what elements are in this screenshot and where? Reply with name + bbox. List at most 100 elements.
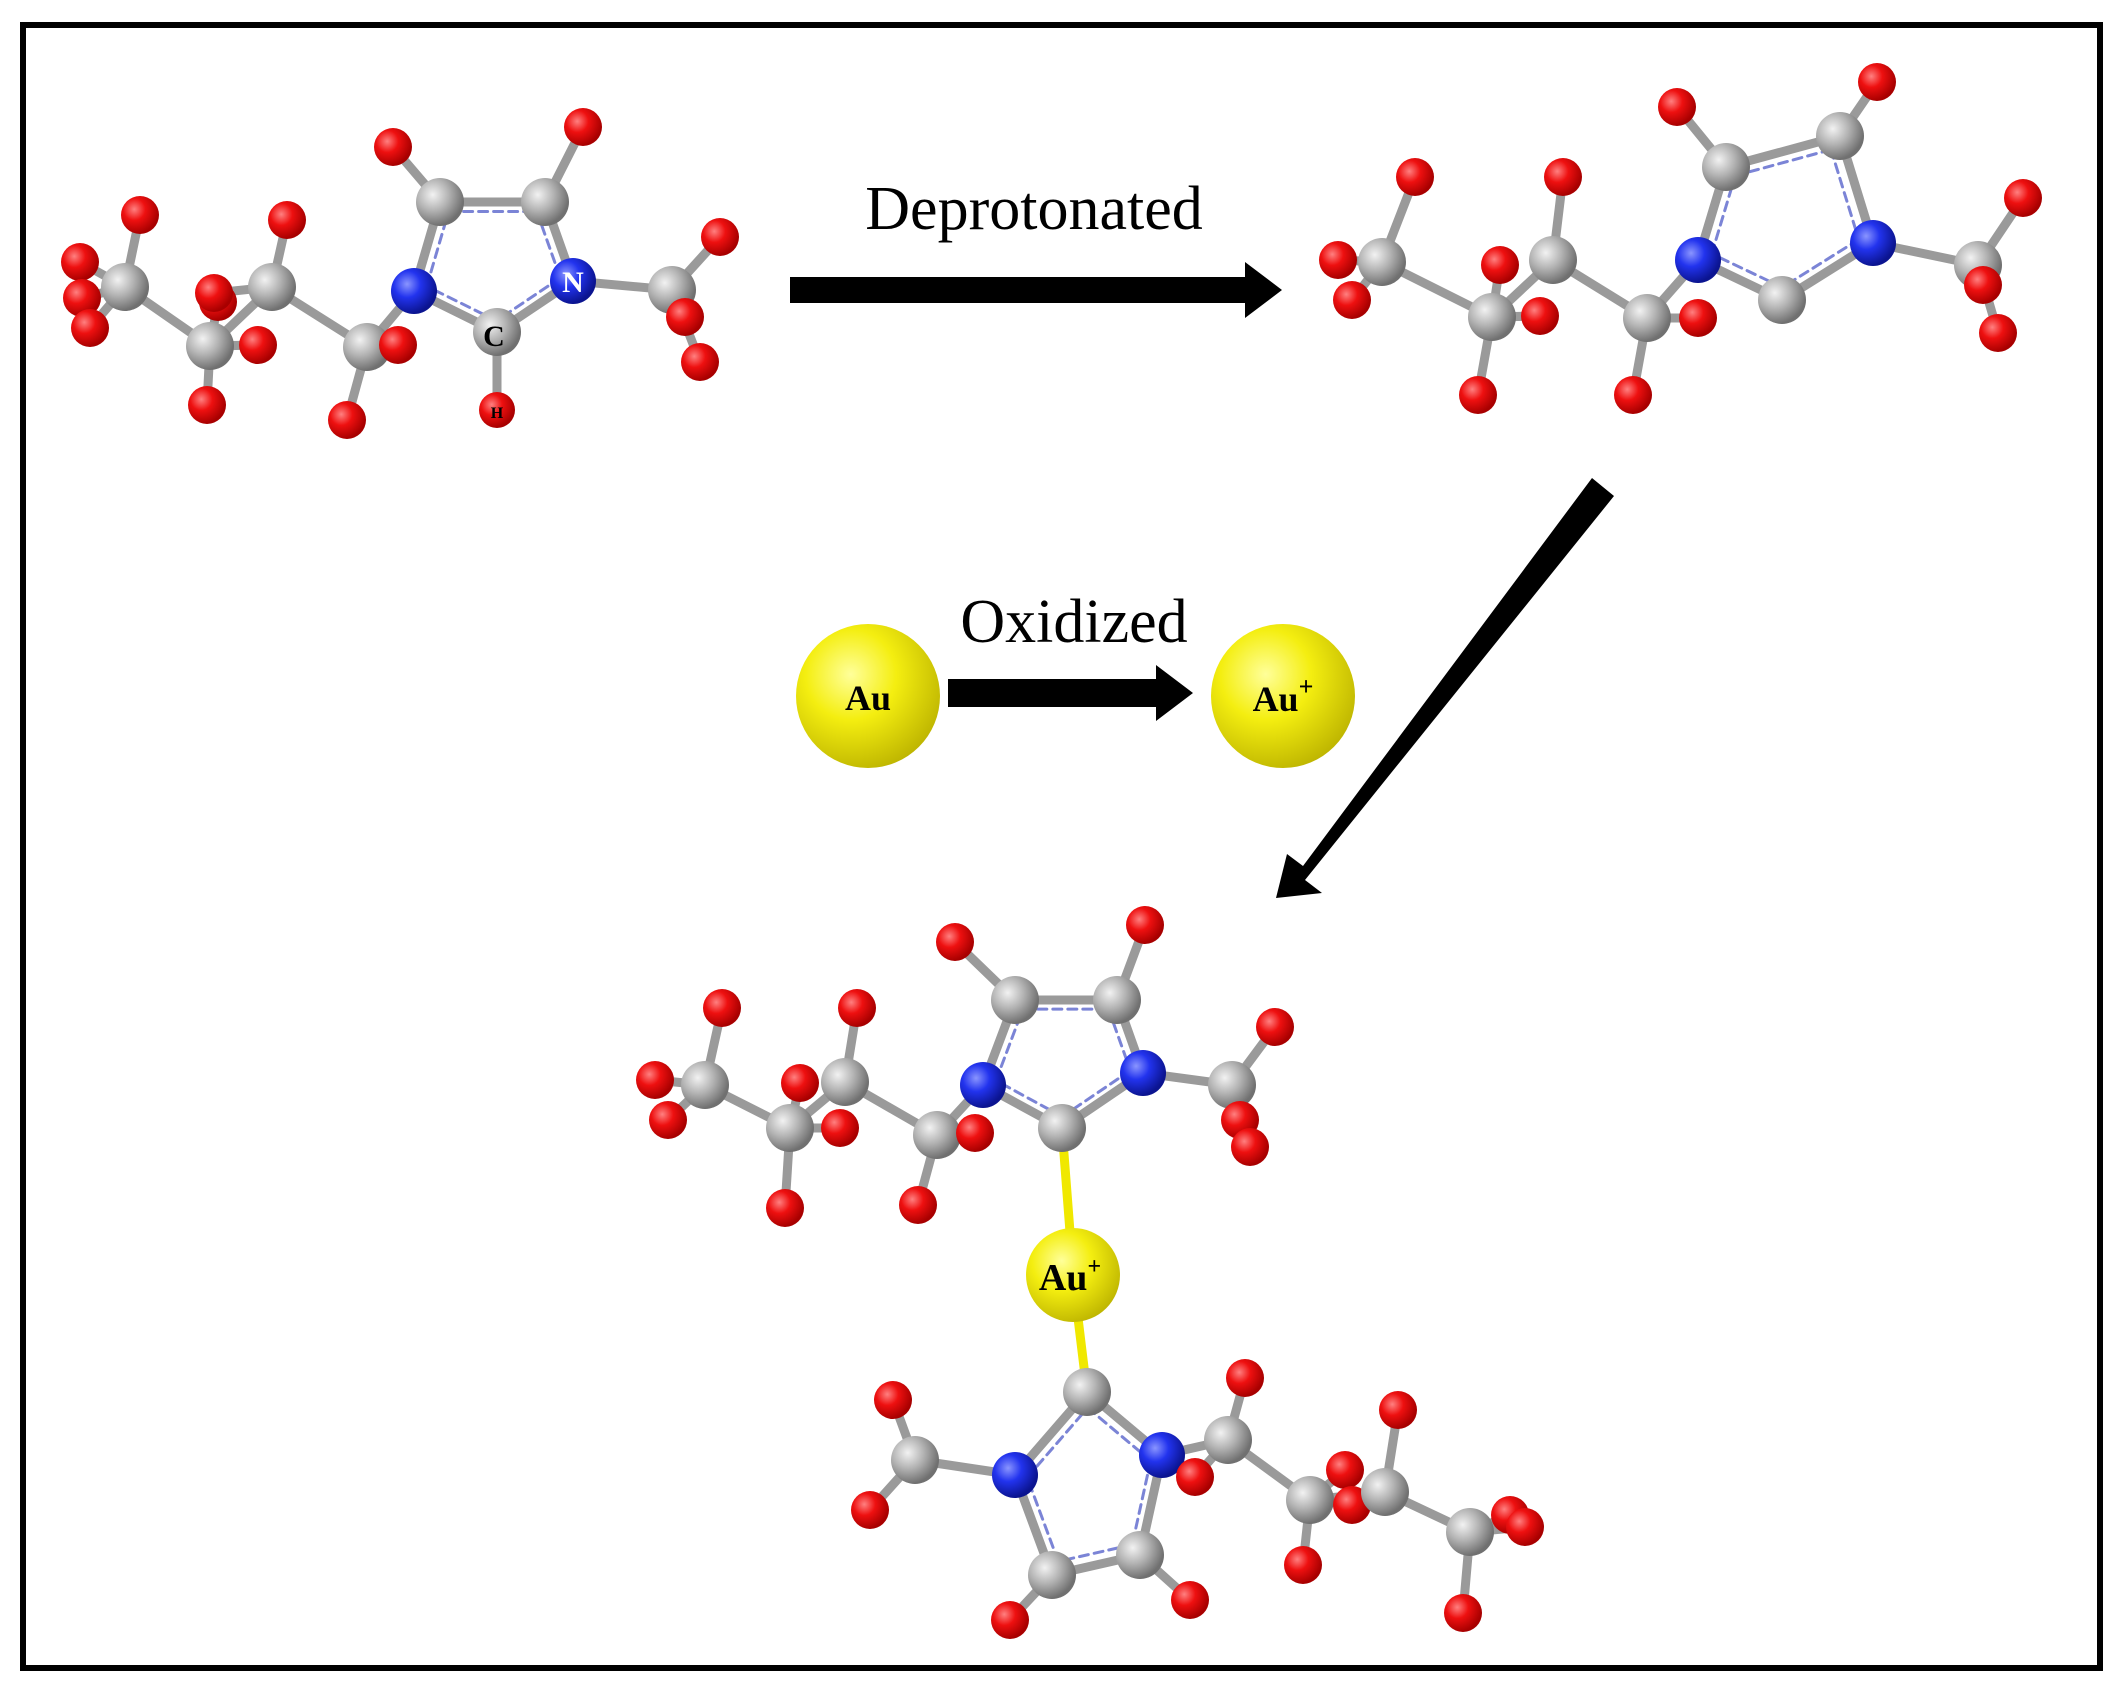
carbon-atom [248,263,296,311]
nitrogen-atom [550,258,596,304]
carbon-atom [1093,976,1141,1024]
gold-cation: Au+ [1211,624,1355,768]
nitrogen-atom [1675,237,1721,283]
nitrogen-atom [1120,1050,1166,1096]
gold-complex-lower-ligand [851,1359,1544,1639]
nitrogen-atom [1139,1432,1185,1478]
arrow-deprotonation [790,262,1282,318]
nitrogen-atom-label: N [562,266,584,299]
hydrogen-atom-label: H [491,405,504,422]
hydrogen-atom [479,392,515,428]
oxygen-atom [328,401,366,439]
carbon-atom [991,976,1039,1024]
oxygen-atom [1333,281,1371,319]
carbon-atom [1758,276,1806,324]
oxygen-atom [195,274,233,312]
carbon-atom [1038,1104,1086,1152]
carbon-atom [681,1061,729,1109]
au-label: Au [845,678,891,718]
carbon-atom [1816,112,1864,160]
oxidized-label: Oxidized [960,588,1187,656]
carbon-atom [1623,294,1671,342]
deprotonated-label: Deprotonated [865,175,1202,243]
bond [425,284,498,323]
oxygen-atom [936,923,974,961]
carbon-atom [1286,1476,1334,1524]
oxygen-atom [268,201,306,239]
carbon-atom [891,1436,939,1484]
oxygen-atom [1614,376,1652,414]
carbon-atom [101,263,149,311]
nitrogen-atom [1850,220,1896,266]
oxygen-atom [703,989,741,1027]
bond [1829,148,1861,242]
oxygen-atom [899,1186,937,1224]
oxygen-atom [666,298,704,336]
oxygen-atom [2004,179,2042,217]
oxygen-atom [766,1189,804,1227]
carbon-atom [1204,1416,1252,1464]
oxygen-atom [781,1064,819,1102]
oxygen-atom [1979,314,2017,352]
oxygen-atom [1126,906,1164,944]
oxygen-atom [1544,158,1582,196]
oxygen-atom [1679,299,1717,337]
oxygen-atom [681,343,719,381]
oxygen-atom [1379,1391,1417,1429]
oxygen-atom [1444,1594,1482,1632]
oxygen-atom [1256,1008,1294,1046]
oxygen-atom [1171,1581,1209,1619]
oxygen-atom [1506,1508,1544,1546]
carbon-atom [766,1104,814,1152]
oxygen-atom [1396,158,1434,196]
bond [994,1079,1064,1119]
carbon-atom [1116,1531,1164,1579]
carbon-atom [1063,1368,1111,1416]
carbon-atom [1208,1061,1256,1109]
bond [1733,148,1833,178]
bond [1025,1406,1090,1479]
oxygen-atom [374,128,412,166]
oxygen-atom [1521,297,1559,335]
oxygen-atom [1964,266,2002,304]
oxygen-atom [991,1601,1029,1639]
carbon-atom-label: C [483,320,505,353]
oxygen-atom [71,309,109,347]
oxygen-atom [1658,88,1696,126]
oxygen-atom [1231,1128,1269,1166]
oxygen-atom [121,196,159,234]
carbon-atom [416,178,464,226]
oxygen-atom [838,989,876,1027]
molecule-layer [61,63,2042,1639]
carbon-atom [1468,293,1516,341]
carbene-molecule [1319,63,2042,414]
oxygen-atom [1319,241,1357,279]
oxygen-atom [61,243,99,281]
arrow-oxidation [948,665,1193,721]
oxygen-atom [188,386,226,424]
bond [1780,238,1861,289]
oxygen-atom [1326,1451,1364,1489]
bond [1710,252,1784,289]
bond [1130,1459,1153,1547]
oxygen-atom [1284,1546,1322,1584]
carbon-atom [1702,143,1750,191]
oxygen-atom [874,1381,912,1419]
carbon-atom [186,322,234,370]
carbon-atom [1358,238,1406,286]
oxygen-atom [956,1114,994,1152]
oxygen-atom [636,1061,674,1099]
oxygen-atom [821,1109,859,1147]
arrow-to-complex [1276,478,1614,898]
oxygen-atom [701,218,739,256]
oxygen-atom [239,326,277,364]
nitrogen-atom [992,1452,1038,1498]
oxygen-atom [1459,376,1497,414]
oxygen-atom [1481,246,1519,284]
gold-atom: Au [796,624,940,768]
carbon-atom [521,178,569,226]
au-plus-complex-label: Au+ [1039,1254,1101,1299]
carbon-atom [1028,1551,1076,1599]
gold-complex-upper-ligand [636,906,1294,1227]
